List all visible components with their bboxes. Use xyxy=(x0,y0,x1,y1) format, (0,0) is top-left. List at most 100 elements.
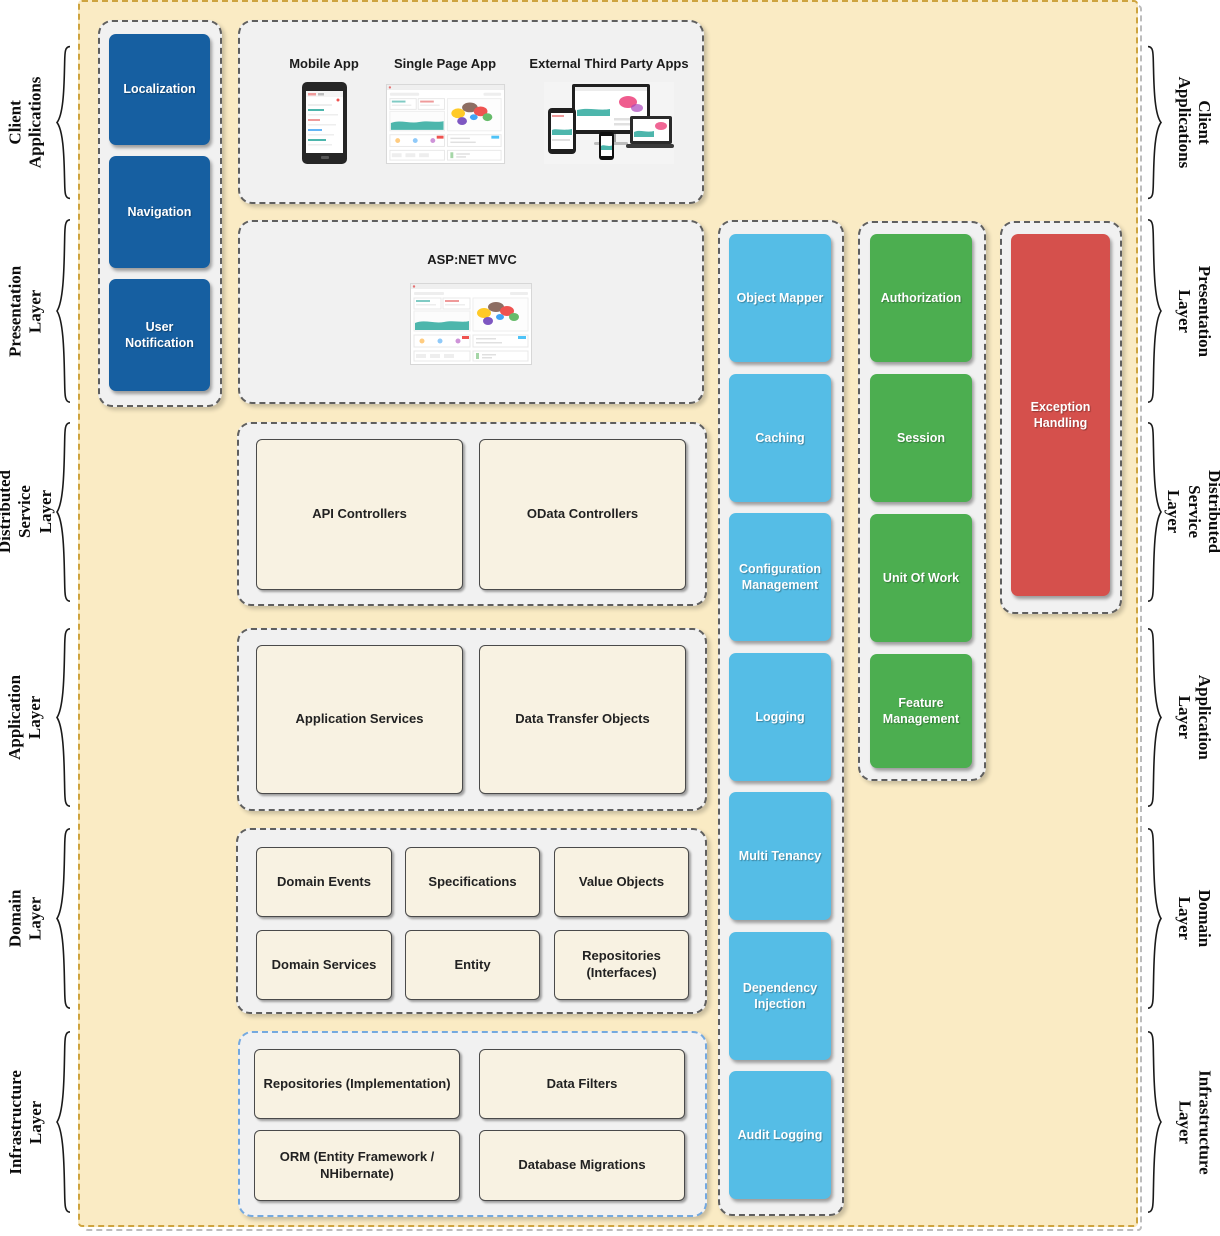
external-apps-image xyxy=(544,82,674,164)
diagram-node-user-notification: User Notification xyxy=(109,279,210,391)
curly-brace-right xyxy=(1144,627,1164,808)
diagram-node-authorization: Authorization xyxy=(870,234,972,362)
left-label-distributed-service-layer: Distributed Service Layer xyxy=(0,421,55,603)
node-label: Database Migrations xyxy=(518,1157,646,1173)
diagram-node-database-migrations: Database Migrations xyxy=(479,1130,685,1201)
layer-label: Distributed Service Layer xyxy=(1164,470,1220,554)
single-page-app-label: Single Page App xyxy=(393,56,497,71)
layer-label: Presentation Layer xyxy=(5,265,46,357)
diagram-node-domain-services: Domain Services xyxy=(256,930,392,1000)
node-label: Feature Management xyxy=(882,695,960,726)
node-label: Domain Events xyxy=(277,873,371,889)
external-apps-label: External Third Party Apps xyxy=(529,56,689,71)
distributed-service-container: API Controllers OData Controllers xyxy=(237,422,707,606)
diagram-node-domain-events: Domain Events xyxy=(256,847,392,917)
node-label: API Controllers xyxy=(312,506,407,522)
single-page-app-image xyxy=(385,84,506,164)
node-label: Application Services xyxy=(295,711,424,727)
diagram-node-unit-of-work: Unit Of Work xyxy=(870,514,972,642)
mobile-app-label: Mobile App xyxy=(289,56,359,71)
curly-brace-left xyxy=(54,421,74,603)
curly-brace-left xyxy=(54,827,74,1010)
node-label: Audit Logging xyxy=(737,1127,823,1142)
diagram-node-audit-logging: Audit Logging xyxy=(729,1071,831,1199)
diagram-node-data-transfer-objects: Data Transfer Objects xyxy=(479,645,686,794)
node-label: Unit Of Work xyxy=(882,570,960,585)
node-label: Data Filters xyxy=(546,1075,618,1091)
diagram-node-repositories-implementation: Repositories (Implementation) xyxy=(254,1049,460,1119)
left-label-client-applications: Client Applications xyxy=(0,45,52,200)
node-label: Session xyxy=(897,430,945,445)
layer-label: Distributed Service Layer xyxy=(0,470,56,554)
node-label: Caching xyxy=(755,430,805,445)
diagram-node-exception-handling: Exception Handling xyxy=(1011,234,1110,596)
diagram-node-feature-management: Feature Management xyxy=(870,654,972,768)
diagram-node-session: Session xyxy=(870,374,972,502)
diagram-node-caching: Caching xyxy=(729,374,831,502)
curly-brace-right xyxy=(1144,827,1164,1010)
node-label: Value Objects xyxy=(578,873,665,889)
node-label: Localization xyxy=(123,82,196,97)
layer-label: Application Layer xyxy=(1175,674,1215,761)
curly-brace-left xyxy=(54,627,74,808)
node-label: Repositories (Implementation) xyxy=(263,1075,451,1091)
client-applications-container: Mobile App Single Page App External Thir… xyxy=(238,20,704,204)
domain-layer-container: Domain Events Specifications Value Objec… xyxy=(236,828,707,1014)
layer-label: Application Layer xyxy=(5,674,45,761)
diagram-node-orm: ORM (Entity Framework / NHibernate) xyxy=(254,1130,460,1201)
right-label-domain-layer: Domain Layer xyxy=(1168,827,1220,1010)
diagram-node-data-filters: Data Filters xyxy=(479,1049,685,1119)
diagram-node-application-services: Application Services xyxy=(256,645,463,794)
node-label: Multi Tenancy xyxy=(738,848,822,863)
right-label-client-applications: Client Applications xyxy=(1168,45,1220,200)
right-label-distributed-service-layer: Distributed Service Layer xyxy=(1165,421,1220,603)
layer-label: Domain Layer xyxy=(1175,889,1215,948)
diagram-node-configuration-management: Configuration Management xyxy=(729,513,831,641)
layer-label: Infrastructure Layer xyxy=(5,1069,45,1175)
diagram-node-localization: Localization xyxy=(109,34,210,145)
mobile-app-image xyxy=(302,82,347,164)
node-label: Data Transfer Objects xyxy=(515,711,650,727)
aspnet-mvc-title: ASP:NET MVC xyxy=(427,252,517,267)
node-label: Repositories (Interfaces) xyxy=(582,948,661,980)
diagram-node-entity: Entity xyxy=(405,930,540,1000)
right-label-infrastructure-layer: Infrastructure Layer xyxy=(1168,1030,1220,1214)
right-label-presentation-layer: Presentation Layer xyxy=(1168,218,1220,404)
node-label: Logging xyxy=(755,709,805,724)
curly-brace-right xyxy=(1144,218,1164,404)
presentation-container: ASP:NET MVC xyxy=(238,220,704,404)
node-label: Domain Services xyxy=(271,956,377,972)
layer-label: Client Applications xyxy=(1175,76,1215,169)
diagram-node-value-objects: Value Objects xyxy=(554,847,689,917)
layer-label: Infrastructure Layer xyxy=(1175,1069,1215,1175)
node-label: Object Mapper xyxy=(736,290,824,305)
diagram-node-dependency-injection: Dependency Injection xyxy=(729,932,831,1060)
left-label-domain-layer: Domain Layer xyxy=(0,827,52,1010)
node-label: OData Controllers xyxy=(526,506,639,522)
diagram-node-specifications: Specifications xyxy=(405,847,540,917)
diagram-node-logging: Logging xyxy=(729,653,831,781)
left-label-application-layer: Application Layer xyxy=(0,627,52,808)
node-label: Specifications xyxy=(428,873,517,889)
curly-brace-right xyxy=(1144,45,1164,200)
curly-brace-right xyxy=(1144,421,1164,603)
diagram-node-odata-controllers: OData Controllers xyxy=(479,439,686,590)
node-label: Dependency Injection xyxy=(742,980,818,1011)
node-label: ORM (Entity Framework / NHibernate) xyxy=(279,1148,435,1181)
application-layer-container: Application Services Data Transfer Objec… xyxy=(237,628,707,811)
layer-label: Domain Layer xyxy=(5,889,45,948)
right-label-application-layer: Application Layer xyxy=(1168,627,1220,808)
ui-elements-container: Localization Navigation User Notificatio… xyxy=(98,20,222,407)
diagram-node-api-controllers: API Controllers xyxy=(256,439,463,590)
diagram-node-multi-tenancy: Multi Tenancy xyxy=(729,792,831,920)
curly-brace-left xyxy=(54,45,74,200)
cross-cutting-green-container: Authorization Session Unit Of Work Featu… xyxy=(858,221,986,781)
cross-cutting-red-container: Exception Handling xyxy=(1000,221,1122,614)
layer-label: Client Applications xyxy=(5,76,46,169)
node-label: Configuration Management xyxy=(739,561,821,592)
layer-label: Presentation Layer xyxy=(1175,265,1215,357)
cross-cutting-cyan-container: Object Mapper Caching Configuration Mana… xyxy=(718,220,844,1216)
node-label: User Notification xyxy=(125,319,194,350)
curly-brace-right xyxy=(1144,1030,1164,1214)
aspnet-mvc-image xyxy=(410,283,532,365)
